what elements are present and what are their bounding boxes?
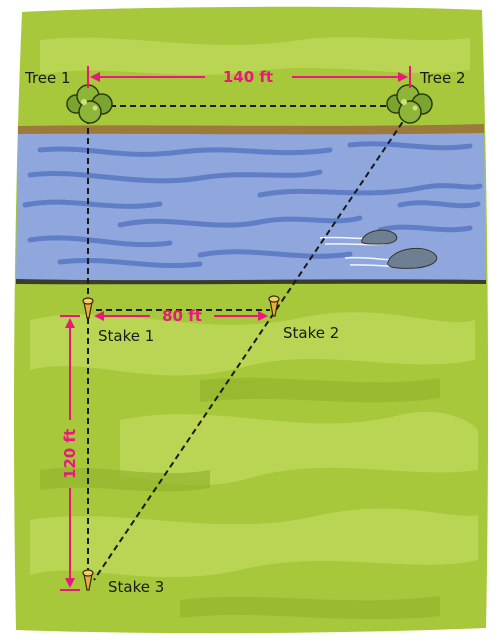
stake-1-icon [82, 297, 94, 319]
grass-shadows [40, 377, 440, 620]
stake-1-label: Stake 1 [98, 327, 154, 345]
tree-1-icon [66, 84, 113, 124]
stake-3-label: Stake 3 [108, 578, 164, 596]
stake-3-icon [82, 569, 94, 591]
river-rocks [361, 229, 438, 269]
river-bank-south [16, 279, 486, 285]
measure-tree-to-tree [87, 66, 411, 88]
stake-2-label: Stake 2 [283, 324, 339, 342]
survey-lines [87, 105, 409, 581]
river-bank-north [18, 124, 484, 135]
measure-stake1-to-stake3-label: 120 ft [61, 429, 79, 479]
tree-2-label: Tree 2 [419, 69, 466, 87]
line-tree2-stake3 [93, 113, 409, 581]
grass-highlights [30, 37, 478, 578]
river-ripples [22, 141, 483, 269]
measure-stake1-to-stake3 [60, 315, 80, 591]
tree-2-icon [386, 84, 433, 124]
stake-2-icon [268, 295, 280, 317]
measure-stake1-to-stake2-label: 80 ft [162, 307, 202, 325]
tree-1-label: Tree 1 [24, 69, 71, 87]
measure-tree-to-tree-label: 140 ft [223, 68, 273, 86]
river [16, 127, 486, 282]
measure-stake1-to-stake2 [94, 311, 268, 321]
